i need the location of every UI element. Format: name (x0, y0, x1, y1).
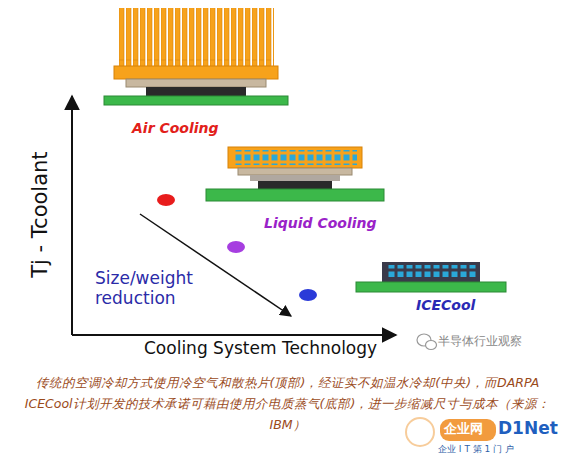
figure-caption: 传统的空调冷却方式使用冷空气和散热片(顶部)，经证实不如温水冷却(中央)，而DA… (14, 372, 561, 435)
y-axis-label: Tj - Tcoolant (27, 152, 52, 278)
icecool-label: ICECool (416, 297, 475, 314)
watermark: 半导体行业观察 (438, 334, 522, 348)
air-cooling-label: Air Cooling (132, 120, 219, 137)
logo-brand: D1Net (498, 418, 558, 438)
icecool-chip (356, 262, 506, 292)
d1net-logo (406, 418, 496, 446)
liquid-cooling-label: Liquid Cooling (264, 215, 377, 232)
air-dot (157, 194, 175, 206)
x-axis-label: Cooling System Technology (144, 338, 377, 358)
wechat-icon (417, 334, 437, 350)
logo-slogan: 企业 I T 第 1 门 户 (438, 444, 514, 455)
icecool-dot (299, 289, 317, 301)
y-axis (71, 96, 73, 335)
air-cooling-heatsink (104, 8, 288, 105)
logo-text: 企业网 (444, 421, 483, 437)
x-axis (72, 334, 396, 336)
liquid-cooling-coldplate (206, 147, 384, 201)
trend-label: Size/weight reduction (95, 268, 215, 309)
liquid-dot (227, 241, 245, 253)
